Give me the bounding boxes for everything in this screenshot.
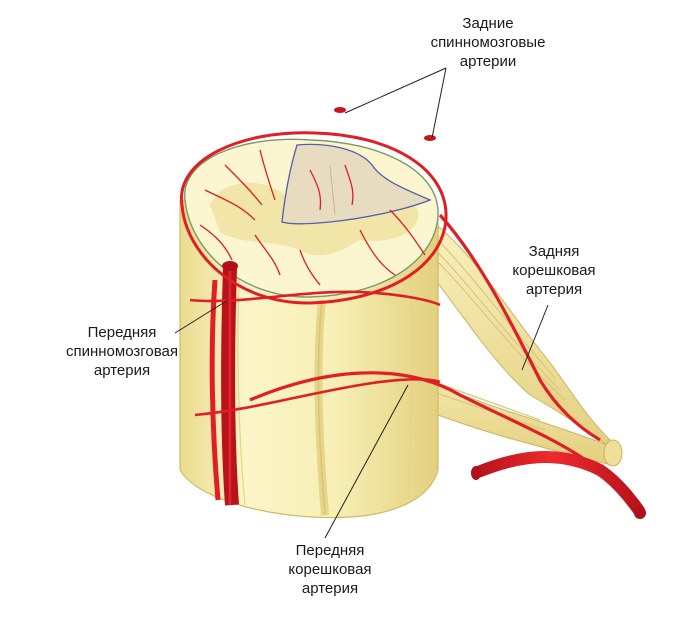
intramedullary-vessels: [199, 149, 426, 286]
label-posterior-radicular-artery: Задняя корешковая артерия: [494, 242, 614, 299]
leader-posterior-spinal-left: [344, 67, 447, 114]
vasocorona-ring: [180, 131, 448, 305]
posterior-spinal-artery-left-end: [334, 107, 346, 113]
label-line: корешковая: [512, 262, 596, 279]
label-line: Задняя: [528, 243, 580, 260]
label-anterior-radicular-artery: Передняя корешковая артерия: [270, 541, 390, 598]
vasocorona-band-upper: [189, 290, 441, 307]
leader-anterior-radicular: [324, 384, 409, 539]
anterior-spinal-artery-vessel: [221, 267, 239, 506]
anterior-radicular-artery: [249, 371, 601, 472]
segmental-artery-end-right: [634, 507, 646, 519]
leader-posterior-radicular: [521, 304, 549, 371]
anterior-spinal-artery-end: [222, 261, 238, 271]
label-line: корешковая: [288, 561, 372, 578]
nerve-end: [603, 439, 623, 467]
label-line: спинномозговая: [65, 343, 179, 360]
segmental-artery-end-left: [471, 466, 481, 480]
dorsal-column: [281, 143, 432, 225]
label-line: артерии: [459, 53, 517, 70]
cord-side-groove-right: [407, 249, 413, 496]
posterior-radicular-artery: [438, 213, 601, 442]
leader-anterior-spinal: [174, 299, 229, 334]
cord-cross-section: [184, 138, 439, 298]
label-line: Передняя: [87, 324, 157, 341]
segmental-artery: [475, 451, 645, 516]
label-line: спинномозговые: [430, 34, 546, 51]
posterior-spinal-artery-right-end: [424, 135, 436, 141]
label-line: артерия: [301, 580, 359, 597]
label-line: артерия: [93, 362, 151, 379]
cord-side-groove-left: [237, 259, 246, 506]
label-anterior-spinal-artery: Передняя спинномозговая артерия: [52, 323, 192, 380]
leader-posterior-spinal-right: [431, 67, 447, 139]
arteries: [180, 107, 646, 519]
dorsal-septum: [329, 164, 336, 216]
label-line: Передняя: [295, 542, 365, 559]
label-line: артерия: [525, 281, 583, 298]
anterior-spinal-side-branch: [209, 279, 221, 501]
label-posterior-spinal-arteries: Задние спинномозговые артерии: [418, 14, 558, 71]
leader-lines: [174, 67, 549, 539]
label-line: Задние: [462, 15, 514, 32]
